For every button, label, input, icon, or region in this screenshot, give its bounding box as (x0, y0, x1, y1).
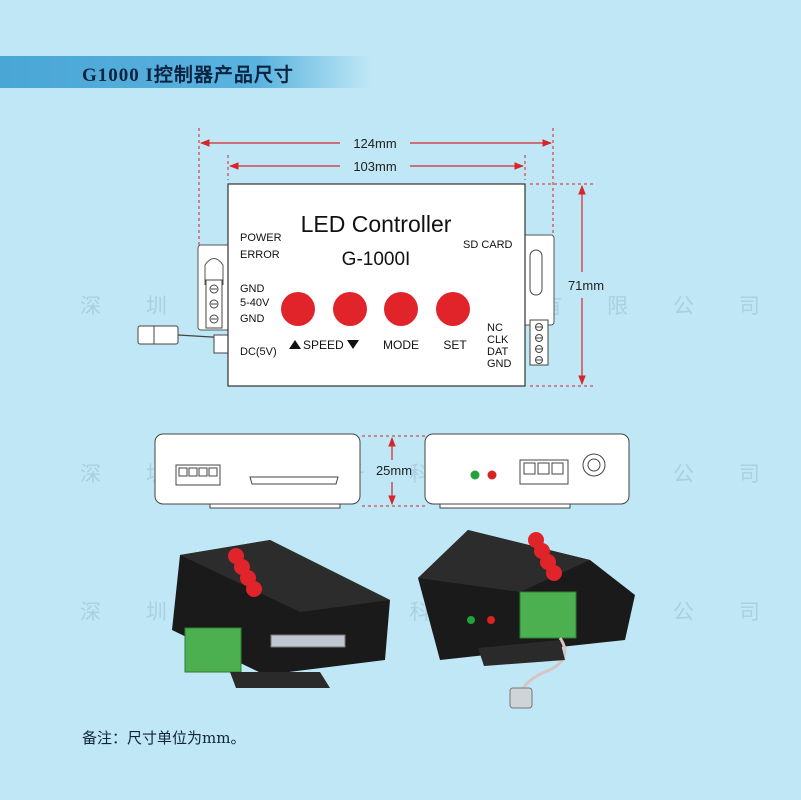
watermark-char: 公 (673, 294, 695, 318)
speed-down-arrow-icon (347, 340, 359, 349)
mode-button (384, 292, 418, 326)
watermark-char: 深 (80, 294, 101, 318)
voltage-label: 5-40V (240, 297, 270, 309)
output-gnd-label: GND (487, 358, 512, 370)
panel-title: LED Controller (301, 211, 452, 237)
speed-button (281, 292, 315, 326)
panel-model: G-1000I (342, 249, 411, 270)
dimension-103mm: 103mm (227, 155, 526, 180)
output-terminal-block (529, 319, 549, 366)
dimension-124mm: 124mm (198, 128, 554, 250)
dc-plug (137, 325, 179, 345)
led-red-icon (487, 470, 497, 480)
header-bar (0, 56, 370, 88)
controller-top-view: LED Controller G-1000I POWER ERROR SD CA… (137, 183, 555, 387)
connector-photo (509, 687, 533, 709)
dc-jack-icon (582, 453, 606, 477)
output-nc-label: NC (487, 322, 503, 334)
sd-card-label: SD CARD (463, 239, 513, 251)
output-clk-label: CLK (487, 334, 509, 346)
photo-left (172, 540, 390, 688)
dimension-label: 71mm (568, 278, 604, 293)
watermark-char: 限 (607, 294, 629, 318)
gnd-top-label: GND (240, 283, 265, 295)
page-title: G1000 I控制器产品尺寸 (82, 65, 294, 86)
mode-label: MODE (383, 338, 419, 352)
terminal-block-photo (184, 627, 242, 673)
dimension-25mm: 25mm (362, 435, 428, 507)
dimension-label: 103mm (353, 159, 396, 174)
speed-up-arrow-icon (289, 340, 301, 349)
watermark-char: 圳 (145, 294, 167, 318)
watermark-char: 圳 (145, 600, 167, 624)
watermark-char: 科 (409, 600, 431, 624)
speed-label: SPEED (303, 338, 344, 352)
side-view-left (154, 433, 361, 509)
footnote: 备注：尺寸单位为mm。 (82, 729, 246, 747)
watermark-char: 公 (673, 462, 695, 486)
watermark-char: 司 (738, 600, 760, 624)
dimension-label: 124mm (353, 136, 396, 151)
watermark-char: 深 (80, 600, 101, 624)
dimension-71mm: 71mm (530, 183, 604, 387)
output-dat-label: DAT (487, 346, 508, 358)
photo-right (418, 530, 635, 709)
terminal-block-photo (519, 591, 577, 639)
sd-card-outline (249, 476, 339, 485)
dimension-label: 25mm (376, 463, 412, 478)
watermark-char: 深 (80, 462, 101, 486)
set-label: SET (443, 338, 467, 352)
sd-card-photo (270, 634, 346, 648)
watermark-char: 司 (738, 462, 760, 486)
watermark-char: 司 (738, 294, 760, 318)
terminal-block-outline (519, 459, 569, 485)
dc-label: DC(5V) (240, 346, 277, 358)
power-label: POWER (240, 232, 282, 244)
error-label: ERROR (240, 249, 280, 261)
gnd-bottom-label: GND (240, 313, 265, 325)
led-green-icon (470, 470, 480, 480)
set-button (436, 292, 470, 326)
sd-card-slot (529, 249, 543, 296)
side-view-right (424, 433, 630, 509)
watermark-char: 公 (673, 600, 695, 624)
speed-button (333, 292, 367, 326)
